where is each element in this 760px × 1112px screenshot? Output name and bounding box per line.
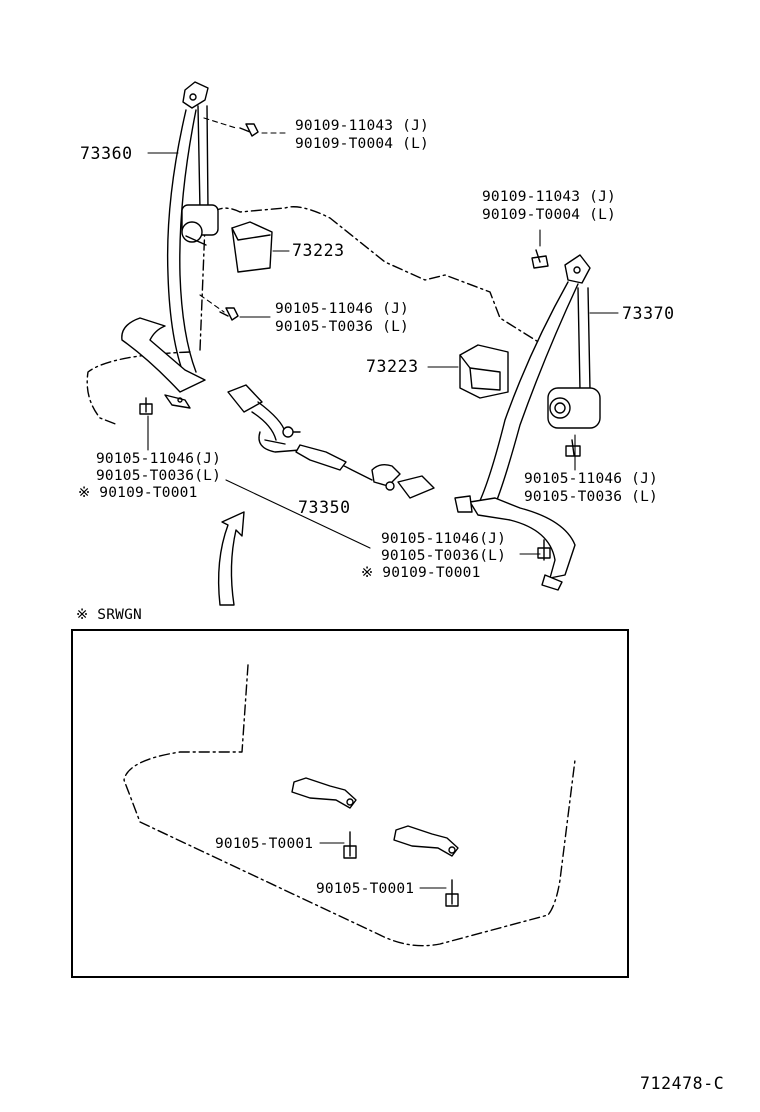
label-bolt-mid-left-l: 90105-T0036 (L) bbox=[275, 319, 409, 335]
label-bolt-low-left-x: ※ 90109-T0001 bbox=[78, 485, 198, 501]
bolt-icon bbox=[531, 249, 549, 269]
label-bolt-right-floor-j: 90105-11046(J) bbox=[381, 531, 507, 547]
bolt-icon bbox=[239, 123, 259, 137]
leader-lines bbox=[147, 117, 619, 889]
buckle-assembly-icon bbox=[227, 384, 435, 499]
bolt-icon bbox=[343, 831, 357, 859]
retractor-cover-icon bbox=[231, 221, 273, 273]
inset-drawing bbox=[123, 664, 576, 947]
bolt-icon bbox=[537, 539, 551, 561]
label-bolt-right-retractor-l: 90105-T0036 (L) bbox=[524, 489, 658, 505]
label-bolt-right-floor-l: 90105-T0036(L) bbox=[381, 548, 507, 564]
label-bolt-top-left-l: 90109-T0004 (L) bbox=[295, 136, 429, 152]
diagram-code: 712478-C bbox=[640, 1074, 725, 1093]
label-inset-bolt-1: 90105-T0001 bbox=[215, 836, 314, 852]
label-73223-right: 73223 bbox=[366, 357, 419, 376]
label-73370: 73370 bbox=[622, 304, 675, 323]
retractor-cover-icon bbox=[459, 344, 509, 399]
bolt-icon bbox=[219, 307, 239, 321]
label-bolt-right-retractor-j: 90105-11046 (J) bbox=[524, 471, 658, 487]
seat-cushion-outline bbox=[86, 351, 191, 426]
seat-belt-left-icon bbox=[121, 81, 219, 409]
bracket-icon bbox=[291, 777, 357, 809]
bracket-icon bbox=[393, 825, 459, 857]
bolt-icon bbox=[445, 879, 459, 907]
label-inset-bolt-2: 90105-T0001 bbox=[316, 881, 415, 897]
label-73223-left: 73223 bbox=[292, 241, 345, 260]
label-73360: 73360 bbox=[80, 144, 133, 163]
label-bolt-mid-left-j: 90105-11046 (J) bbox=[275, 301, 409, 317]
label-bolt-right-floor-x: ※ 90109-T0001 bbox=[361, 565, 481, 581]
label-bolt-low-left-l: 90105-T0036(L) bbox=[96, 468, 222, 484]
label-bolt-top-right-j: 90109-11043 (J) bbox=[482, 189, 616, 205]
seat-belt-right-icon bbox=[454, 254, 601, 591]
label-bolt-top-right-l: 90109-T0004 (L) bbox=[482, 207, 616, 223]
label-bolt-top-left-j: 90109-11043 (J) bbox=[295, 118, 429, 134]
label-73350: 73350 bbox=[298, 498, 351, 517]
bolt-icon bbox=[139, 397, 153, 415]
label-bolt-low-left-j: 90105-11046(J) bbox=[96, 451, 222, 467]
bolt-icon bbox=[565, 439, 581, 457]
arrow-icon bbox=[217, 511, 245, 606]
inset-frame bbox=[71, 629, 629, 978]
inset-title: ※ SRWGN bbox=[76, 607, 142, 623]
